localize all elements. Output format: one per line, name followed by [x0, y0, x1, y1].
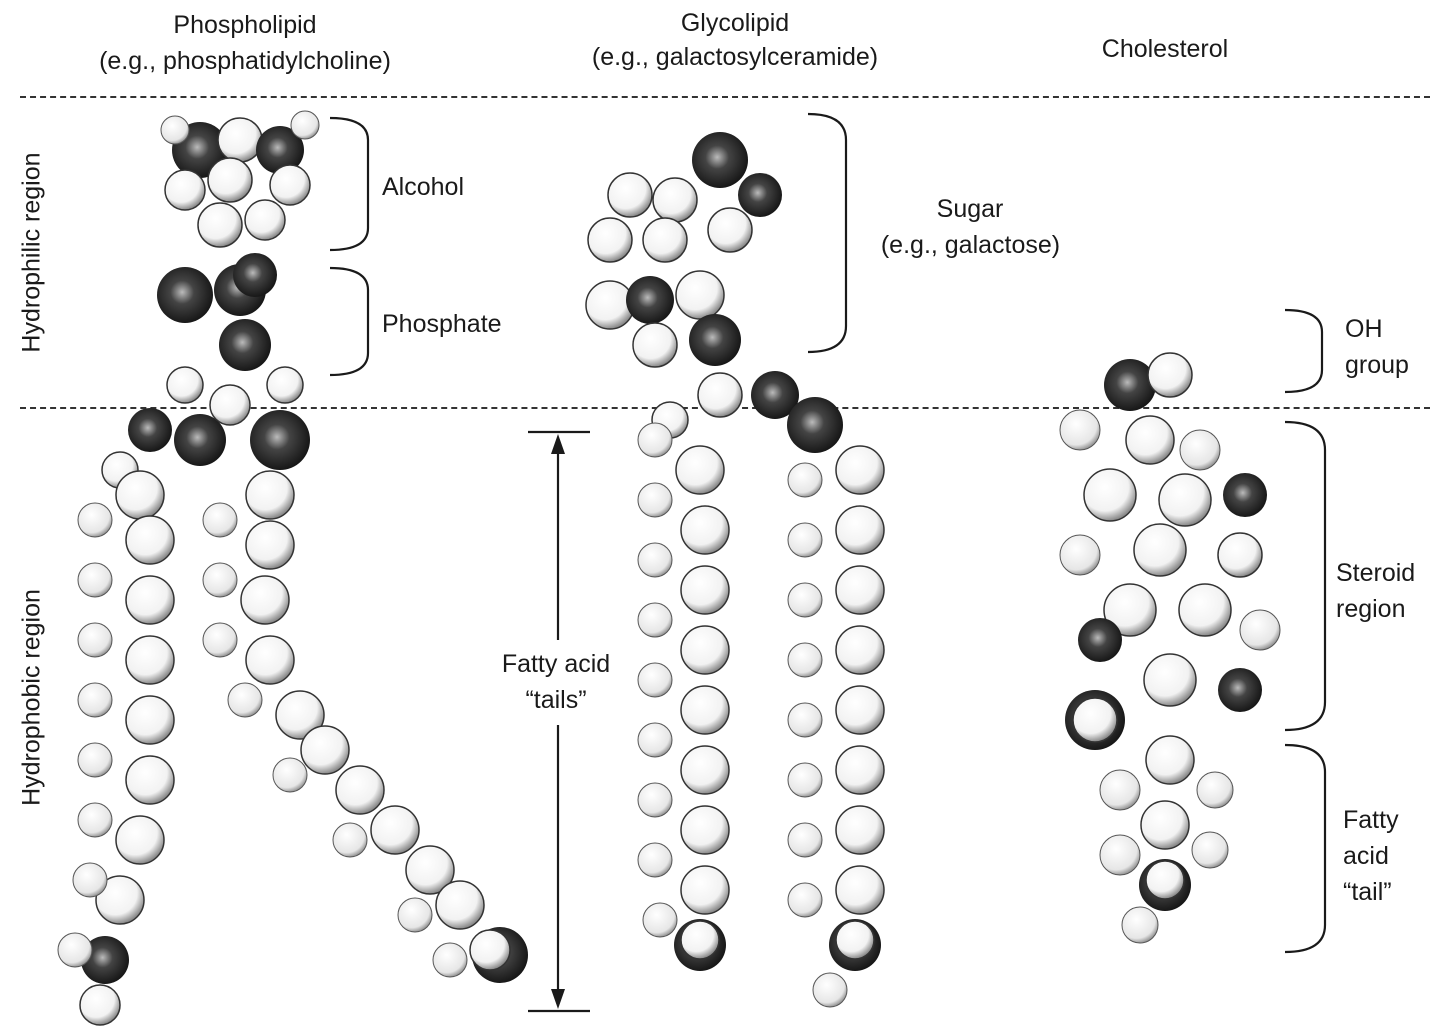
glycolipid-left-tail	[638, 423, 729, 971]
phosphate-bracket	[330, 268, 368, 375]
oh-group-atoms	[1104, 353, 1192, 411]
oh-label: OH	[1345, 312, 1405, 346]
fatty-tail-label-3: “tail”	[1343, 875, 1423, 909]
steroid-label: Steroid	[1336, 556, 1431, 590]
fatty-acid-tails-arrow	[528, 432, 590, 1011]
fatty-acid-tails-label-2: “tails”	[486, 683, 626, 717]
oh-group-label: group	[1345, 348, 1430, 382]
oh-group-bracket	[1285, 310, 1322, 392]
alcohol-group-atoms	[161, 111, 319, 247]
sugar-group-atoms	[586, 132, 782, 367]
fatty-tail-label-2: acid	[1343, 839, 1423, 873]
glycolipid-right-tail	[788, 446, 884, 1007]
alcohol-bracket	[330, 118, 368, 250]
phospholipid-right-tail	[203, 471, 528, 983]
cholesterol-tail-bracket	[1285, 745, 1325, 952]
cholesterol-molecule	[1060, 353, 1280, 943]
sugar-label: Sugar	[870, 192, 1070, 226]
steroid-region-atoms	[1060, 410, 1280, 712]
alcohol-label: Alcohol	[382, 170, 492, 204]
phospholipid-molecule	[58, 111, 528, 1025]
sugar-example-label: (e.g., galactose)	[858, 228, 1083, 262]
ceramide-backbone-atoms	[652, 371, 843, 453]
sugar-bracket	[808, 114, 846, 352]
fatty-acid-tails-label: Fatty acid	[486, 647, 626, 681]
phospholipid-left-tail	[58, 471, 174, 1025]
glycolipid-molecule	[586, 132, 884, 1007]
cholesterol-tail-atoms	[1065, 690, 1233, 943]
phosphate-label: Phosphate	[382, 307, 542, 341]
steroid-bracket	[1285, 422, 1325, 730]
fatty-tail-label-1: Fatty	[1343, 803, 1423, 837]
steroid-region-label: region	[1336, 592, 1431, 626]
phosphate-group-atoms	[157, 253, 303, 403]
